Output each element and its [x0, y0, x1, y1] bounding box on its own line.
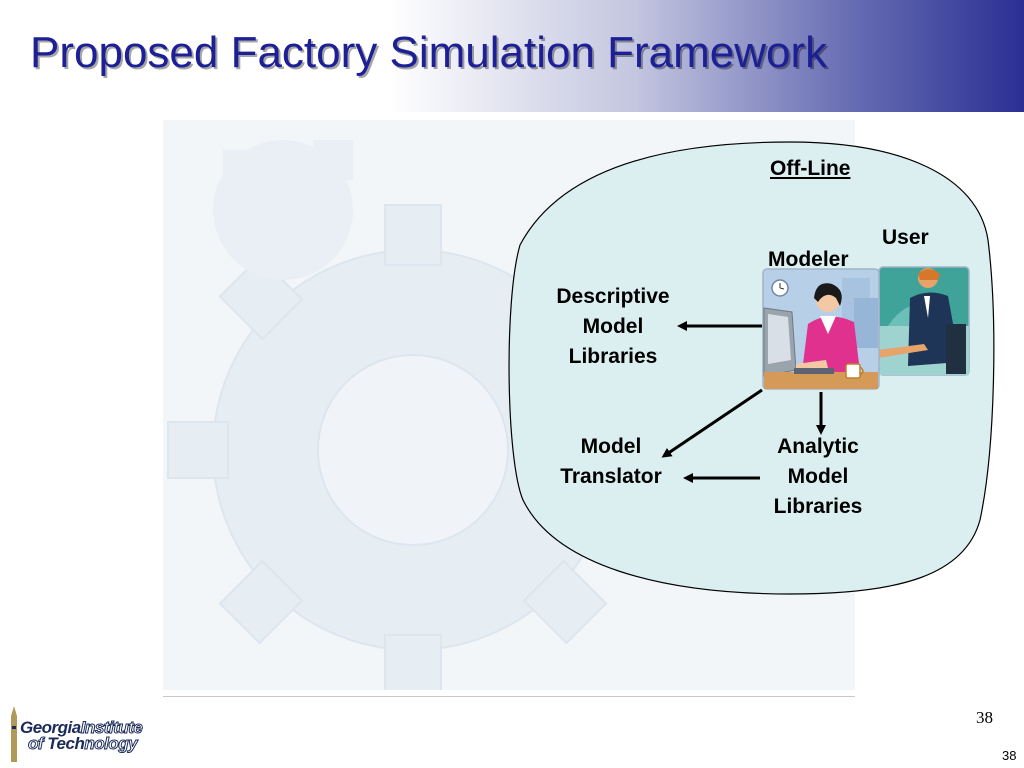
logo-georgia: Georgia	[20, 718, 81, 737]
georgia-tech-logo: GeorgiaInstitute of Technology	[8, 706, 168, 762]
user-clipart	[878, 266, 970, 376]
analytic-model-libraries-label: Analytic Model Libraries	[758, 432, 878, 522]
logo-of: of	[27, 734, 48, 754]
logo-line-1: GeorgiaInstitute	[20, 718, 143, 738]
arrow-modeler-to-translator	[661, 388, 763, 458]
descriptive-line-3: Libraries	[568, 345, 658, 368]
logo-tech: Tech	[47, 734, 85, 753]
modeler-clipart	[762, 268, 880, 390]
modeler-label: Modeler	[768, 248, 849, 271]
translator-line-1: Model	[580, 435, 642, 458]
logo-institute: Institute	[80, 718, 143, 738]
logo-nology: nology	[84, 734, 138, 754]
page-number-outer: 38	[1002, 748, 1017, 763]
page-number-inner: 38	[976, 708, 993, 727]
analytic-line-2: Model	[787, 465, 849, 488]
model-translator-label: Model Translator	[546, 432, 676, 492]
tech-tower-icon	[11, 706, 17, 762]
slide-title: Proposed Factory Simulation Framework	[30, 28, 828, 77]
offline-region	[508, 141, 995, 595]
logo-line-2: of Technology	[27, 734, 138, 754]
descriptive-line-2: Model	[582, 315, 644, 338]
translator-line-2: Translator	[560, 465, 662, 488]
user-label: User	[882, 226, 929, 249]
analytic-line-3: Libraries	[773, 495, 863, 518]
analytic-line-1: Analytic	[777, 435, 859, 458]
title-bar	[0, 0, 1024, 112]
offline-label: Off-Line	[770, 157, 851, 180]
descriptive-line-1: Descriptive	[556, 285, 670, 308]
footer-rule	[163, 696, 855, 697]
descriptive-model-libraries-label: Descriptive Model Libraries	[540, 282, 686, 372]
